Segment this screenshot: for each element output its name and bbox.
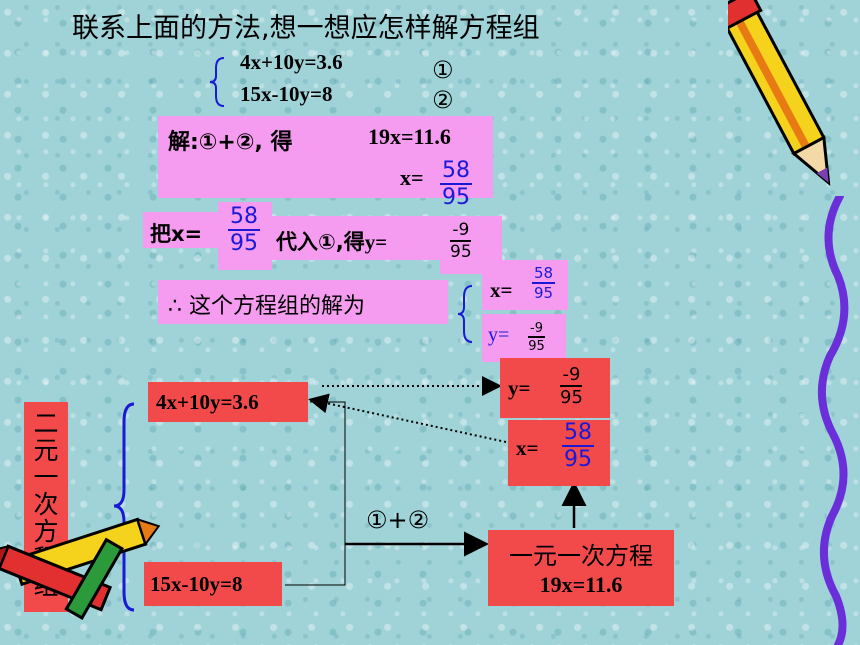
sub-prefix: 把x=: [150, 222, 203, 246]
sub-fraction-box: [218, 202, 272, 270]
answer-text: ∴ 这个方程组的解为: [168, 294, 365, 319]
linear-equation-title: 一元一次方程: [509, 542, 653, 570]
sub-label-box: [143, 212, 218, 248]
sub-mid-text: 代入①,得y=: [276, 230, 388, 254]
eq1-marker: ①: [432, 56, 454, 84]
diagram-eq2-box: [144, 562, 282, 606]
step1-equation: 19x=11.6: [368, 124, 451, 149]
pencil-icon: [728, 0, 831, 187]
linear-equation-box: [488, 530, 674, 606]
left-brace-icon: [209, 57, 225, 107]
step1-prefix: 解:①+②, 得: [168, 130, 293, 155]
diagram-eq1-box: [148, 382, 308, 422]
diagram-eq1: 4x+10y=3.6: [156, 390, 259, 414]
eq2-marker: ②: [432, 86, 454, 114]
operation-label: ①+②: [366, 506, 430, 534]
slide-title: 联系上面的方法,想一想应怎样解方程组: [72, 13, 540, 44]
result-x-box: [508, 420, 610, 486]
step1-x-label: x=: [400, 165, 424, 190]
step1-box: [158, 116, 493, 198]
diagram-eq2: 15x-10y=8: [150, 572, 243, 596]
result-y-label: y=: [508, 376, 531, 400]
answer-y-label: y=: [488, 324, 510, 346]
system-eq2: 15x-10y=8: [240, 82, 333, 106]
linear-equation-eq: 19x=11.6: [539, 572, 623, 597]
crayons-icon: [0, 517, 161, 621]
answer-y-box: [482, 314, 566, 362]
system-eq1: 4x+10y=3.6: [240, 50, 343, 74]
answer-brace-icon: [457, 285, 473, 343]
result-x-label: x=: [516, 436, 539, 460]
diagram-brace-icon: [113, 402, 135, 612]
answer-x-label: x=: [490, 278, 513, 302]
purple-squiggle-icon: [818, 196, 849, 645]
result-y-box: [500, 358, 610, 418]
answer-x-box: [482, 260, 568, 310]
answer-box: [158, 280, 448, 324]
